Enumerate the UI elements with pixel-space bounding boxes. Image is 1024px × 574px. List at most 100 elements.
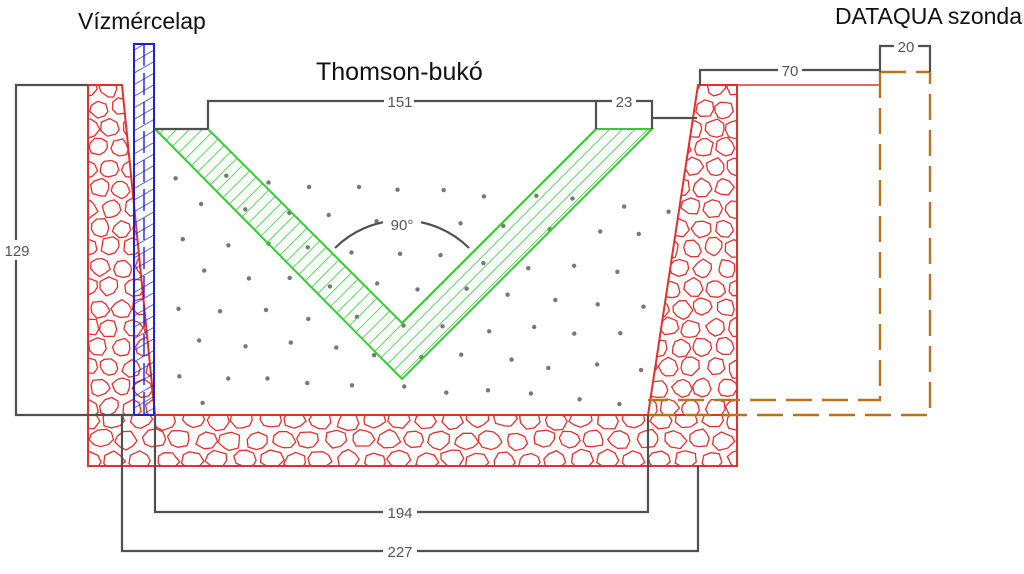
gravel-dot — [532, 324, 537, 330]
masonry-stone — [718, 258, 736, 279]
masonry-stone — [648, 136, 669, 157]
masonry-stone — [648, 277, 659, 296]
masonry-stone — [88, 239, 98, 257]
masonry-stone — [738, 298, 756, 317]
masonry-stone — [194, 470, 216, 486]
dim-20-label: 20 — [898, 39, 915, 56]
masonry-stone — [248, 470, 271, 487]
masonry-stone — [90, 257, 111, 278]
masonry-stone — [648, 415, 673, 430]
masonry-stone — [672, 300, 694, 321]
masonry-stone — [465, 452, 490, 466]
masonry-stone — [597, 415, 620, 430]
masonry-stone — [691, 377, 712, 398]
gravel-dot — [180, 237, 185, 242]
masonry-stone — [715, 219, 735, 238]
masonry-stone — [323, 472, 343, 490]
gravel-dot — [226, 243, 231, 248]
masonry-stone — [650, 258, 669, 279]
masonry-stone — [726, 85, 737, 96]
masonry-stone — [584, 470, 607, 488]
masonry-stone — [648, 158, 659, 179]
vizmercelap-label: Vízmércelap — [78, 8, 206, 34]
masonry-stone — [707, 357, 726, 376]
masonry-stone — [681, 399, 700, 415]
masonry-stone — [659, 118, 682, 138]
masonry-stone — [110, 180, 131, 200]
dataqua-label: DATAQUA szonda — [835, 3, 1022, 29]
masonry-stone — [750, 199, 769, 218]
masonry-stone — [325, 429, 348, 449]
masonry-stone — [98, 396, 119, 415]
masonry-stone — [167, 280, 186, 298]
masonry-stone — [91, 471, 113, 487]
masonry-stone — [636, 428, 659, 449]
masonry-stone — [568, 415, 593, 428]
masonry-stone — [414, 415, 438, 430]
masonry-stone — [101, 199, 122, 219]
gravel-dot — [598, 229, 603, 234]
masonry-stone — [692, 177, 713, 198]
gravel-dot — [306, 316, 311, 322]
gravel-dot — [438, 253, 443, 258]
gravel-dot — [226, 376, 231, 381]
masonry-stone — [440, 449, 465, 466]
masonry-stone — [217, 431, 241, 452]
masonry-stone — [195, 431, 219, 450]
masonry-stone — [68, 418, 87, 435]
masonry-stone — [692, 337, 713, 358]
masonry-stone — [627, 177, 645, 195]
masonry-stone — [282, 451, 306, 466]
gravel-dot — [571, 263, 577, 268]
gravel-dot — [243, 344, 248, 349]
masonry-stone — [724, 119, 737, 140]
gravel-dot — [177, 374, 182, 379]
masonry-stone — [154, 296, 155, 315]
gravel-dot — [595, 302, 600, 307]
angle-label: 90° — [391, 217, 414, 234]
masonry-stone — [657, 356, 679, 377]
masonry-stone — [152, 179, 155, 200]
masonry-stone — [89, 177, 110, 197]
thomson-weir-plate — [152, 128, 655, 381]
masonry-stone — [680, 197, 701, 215]
gravel-dot — [306, 184, 312, 190]
masonry-stone — [493, 451, 516, 466]
masonry-stone — [713, 101, 734, 120]
masonry-stone — [154, 338, 155, 358]
gravel-dot — [349, 383, 355, 388]
masonry-stone — [748, 279, 766, 295]
masonry-stone — [648, 217, 668, 237]
masonry-stone — [543, 449, 567, 466]
staff-gauge-plate — [133, 43, 155, 416]
masonry-stone — [157, 99, 177, 117]
masonry-stone — [88, 428, 115, 448]
dim-227-label: 227 — [387, 544, 412, 561]
gravel-dot — [176, 306, 181, 311]
masonry-stone — [740, 380, 758, 397]
masonry-stone — [102, 415, 126, 429]
masonry-stone — [701, 415, 725, 428]
masonry-stone — [67, 471, 87, 489]
gravel-dot — [459, 352, 464, 357]
masonry-stone — [671, 338, 692, 358]
masonry-stone — [570, 448, 595, 466]
masonry-stone — [480, 471, 500, 490]
masonry-stone — [748, 80, 765, 98]
masonry-stone — [519, 415, 541, 430]
masonry-stone — [705, 157, 725, 177]
masonry-stone — [157, 260, 175, 276]
gravel-dot — [528, 391, 534, 396]
masonry-stone — [99, 159, 120, 178]
masonry-stone — [168, 78, 187, 95]
masonry-stone — [154, 375, 155, 395]
gravel-dot — [638, 367, 644, 373]
masonry-stone — [385, 449, 412, 466]
masonry-stone — [674, 450, 697, 466]
masonry-stone — [706, 85, 727, 97]
masonry-stone — [683, 276, 704, 297]
gravel-dot — [553, 297, 558, 303]
masonry-stone — [90, 300, 111, 319]
masonry-stone — [648, 176, 670, 196]
masonry-stone — [181, 415, 206, 429]
